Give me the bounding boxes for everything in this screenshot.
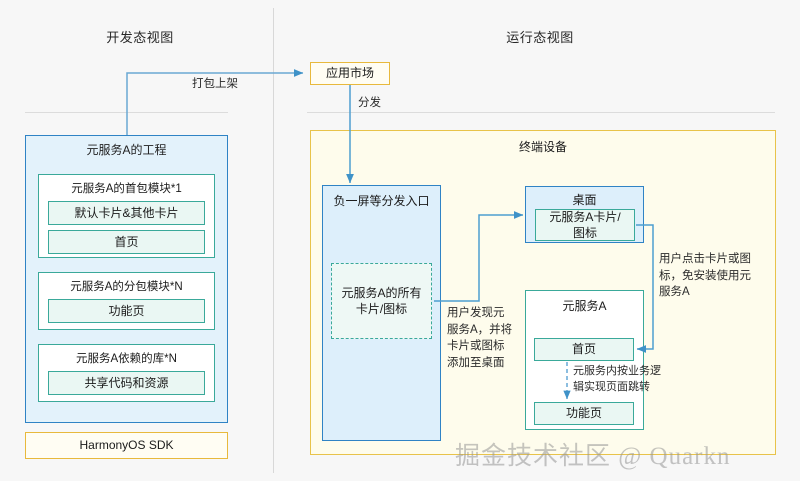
module-item-label: 功能页 <box>108 303 145 318</box>
module-first-package-item-1: 首页 <box>48 230 205 254</box>
module-first-package: 元服务A的首包模块*1 默认卡片&其他卡片 首页 <box>38 174 215 258</box>
module-library-title: 元服务A依赖的库*N <box>76 353 177 365</box>
desktop-card-box: 元服务A卡片/ 图标 <box>535 209 635 241</box>
service-feature-page-label: 功能页 <box>565 406 602 421</box>
desktop-card-label: 元服务A卡片/ 图标 <box>549 209 621 240</box>
module-library: 元服务A依赖的库*N 共享代码和资源 <box>38 344 215 402</box>
edge-label-publish: 打包上架 <box>192 78 238 90</box>
distribution-entry-title: 负一屏等分发入口 <box>333 194 430 208</box>
harmonyos-sdk-label: HarmonyOS SDK <box>79 438 174 453</box>
harmonyos-sdk-box: HarmonyOS SDK <box>25 432 228 459</box>
service-a-title: 元服务A <box>562 299 607 313</box>
app-market-label: 应用市场 <box>325 66 374 81</box>
module-sub-package: 元服务A的分包模块*N 功能页 <box>38 272 215 330</box>
module-sub-package-title: 元服务A的分包模块*N <box>70 281 183 293</box>
module-item-label: 默认卡片&其他卡片 <box>74 205 179 220</box>
module-library-item-0: 共享代码和资源 <box>48 371 205 395</box>
panel-divider <box>273 8 274 473</box>
edge-label-click: 用户点击卡片或图 标，免安装使用元 服务A <box>659 253 751 299</box>
module-first-package-item-0: 默认卡片&其他卡片 <box>48 201 205 225</box>
service-feature-page-box: 功能页 <box>534 402 634 425</box>
watermark: 掘金技术社区 @ Quarkn <box>455 443 731 470</box>
app-market-box: 应用市场 <box>310 62 390 85</box>
edge-label-discover: 用户发现元 服务A，并将 卡片或图标 添加至桌面 <box>447 307 513 370</box>
terminal-device-title: 终端设备 <box>518 140 567 154</box>
left-guide-line <box>25 112 228 113</box>
service-home-page-label: 首页 <box>571 342 596 357</box>
service-home-page-box: 首页 <box>534 338 634 361</box>
module-item-label: 共享代码和资源 <box>84 375 169 390</box>
all-cards-label: 元服务A的所有 卡片/图标 <box>341 285 422 316</box>
module-item-label: 首页 <box>114 234 139 249</box>
right-panel-title: 运行态视图 <box>506 30 574 45</box>
project-title: 元服务A的工程 <box>86 143 167 157</box>
desktop-title: 桌面 <box>572 193 597 207</box>
right-guide-line <box>307 112 775 113</box>
left-panel-title: 开发态视图 <box>106 30 174 45</box>
module-first-package-title: 元服务A的首包模块*1 <box>71 183 182 195</box>
edge-label-navigate: 元服务内按业务逻 辑实现页面跳转 <box>573 365 661 393</box>
all-cards-box: 元服务A的所有 卡片/图标 <box>331 263 432 339</box>
edge-label-distribute: 分发 <box>358 97 381 109</box>
module-sub-package-item-0: 功能页 <box>48 299 205 323</box>
